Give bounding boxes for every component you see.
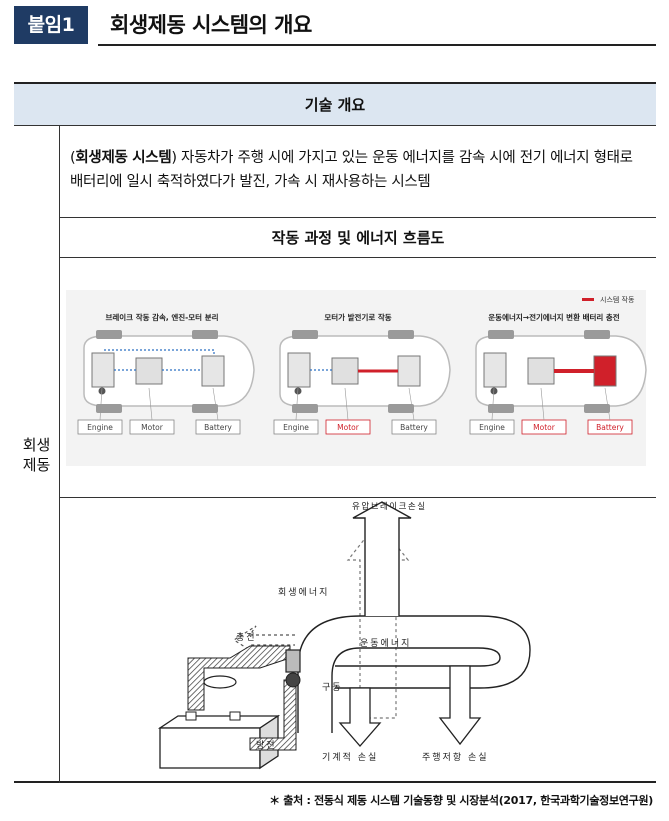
component-label: Motor — [141, 423, 164, 432]
leader-line — [212, 387, 219, 421]
engine-block — [91, 352, 115, 388]
wheel — [488, 330, 514, 339]
battery-block — [201, 355, 225, 387]
component-label: Battery — [596, 423, 624, 432]
component-label: Engine — [479, 423, 505, 432]
engine-block — [483, 352, 507, 388]
mechanical-loss-arrow — [338, 687, 382, 747]
component-label: Motor — [337, 423, 360, 432]
discharge-path — [249, 679, 297, 751]
car-panel-2: 모터가 발전기로 작동 Engine Motor Battery — [273, 312, 451, 435]
motor-gear — [285, 672, 301, 688]
label-hydraulic-loss: 유압브레이크손실 — [352, 501, 427, 512]
wheel — [192, 404, 218, 413]
battery-terminal-neg — [185, 711, 197, 721]
label-discharge: 방전 — [256, 740, 277, 751]
engine-block — [287, 352, 311, 388]
row-label-line-2: 제동 — [22, 455, 51, 474]
label-drive: 구동 — [322, 682, 343, 693]
leader-line — [99, 387, 103, 421]
car-body — [83, 335, 255, 407]
battery-block — [397, 355, 421, 387]
drag-loss-arrow — [438, 665, 482, 746]
motor-block — [331, 357, 359, 385]
wheel — [388, 404, 414, 413]
label-charge: 충전 — [236, 632, 257, 643]
desc-text: ) 자동차가 주행 시에 가지고 있는 운동 에너지를 감속 시에 전기 에너지… — [70, 150, 633, 190]
leader-line — [408, 387, 415, 421]
energy-flow-line — [104, 349, 215, 371]
wheel — [96, 404, 122, 413]
motor-block — [527, 357, 555, 385]
kinetic-loop-outline — [297, 615, 531, 733]
motor-disk — [203, 675, 237, 689]
regen-arrow — [232, 625, 295, 655]
panel-caption: 운동에너지→전기에너지 변환 배터리 충전 — [488, 312, 620, 322]
description-cell: (회생제동 시스템) 자동차가 주행 시에 가지고 있는 운동 에너지를 감속 … — [60, 126, 656, 218]
label-mechanical-loss: 기계적 손실 — [322, 751, 378, 763]
page-title: 회생제동 시스템의 개요 — [110, 13, 312, 37]
leader-line — [295, 387, 299, 421]
component-label: Engine — [87, 423, 113, 432]
attachment-badge: 붙임1 — [14, 6, 88, 44]
wheel — [96, 330, 122, 339]
operation-diagram: 시스템 작동 브레이크 작동 감속, 엔진-모터 분리 Engine Motor Ba… — [66, 290, 647, 466]
component-label: Battery — [400, 423, 428, 432]
battery-body — [159, 727, 261, 769]
motor-block — [135, 357, 163, 385]
label-kinetic-energy: 운동에너지 — [360, 638, 411, 649]
legend-swatch — [582, 298, 594, 301]
kinetic-loop-inner — [331, 647, 501, 733]
brake-arrow-up — [352, 501, 412, 616]
legend-label: 시스템 작동 — [600, 295, 635, 304]
leader-line — [540, 387, 545, 421]
panel-caption: 모터가 발전기로 작동 — [324, 312, 391, 322]
row-label-line-1: 회생 — [22, 435, 51, 454]
battery-top — [157, 715, 281, 729]
component-label: Motor — [533, 423, 556, 432]
leader-line — [344, 387, 349, 421]
source-citation: ＊ 출처 : 전동식 제동 시스템 기술동향 및 시장분석(2017, 한국과학… — [269, 794, 653, 807]
component-label: Engine — [283, 423, 309, 432]
wheel — [584, 330, 610, 339]
wheel — [584, 404, 610, 413]
document-header: 붙임1 회생제동 시스템의 개요 — [14, 6, 656, 46]
motor-unit — [285, 649, 301, 673]
wheel — [192, 330, 218, 339]
label-drag-loss: 주행저항 손실 — [422, 751, 489, 763]
battery-block — [593, 355, 617, 387]
wheel — [388, 330, 414, 339]
car-panel-3: 운동에너지→전기에너지 변환 배터리 충전 Engine Motor Battery — [469, 312, 647, 435]
desc-term: 회생제동 시스템 — [75, 150, 172, 166]
energy-flow-diagram: 유압브레이크손실 회생에너지 충전 운동에너지 구동 방전 기계적 손실 주행저… — [157, 501, 531, 770]
desc-open-paren: ( — [70, 150, 76, 166]
energy-flow-figure: 유압브레이크손실 회생에너지 충전 운동에너지 구동 방전 기계적 손실 주행저… — [60, 498, 656, 783]
panel-caption: 브레이크 작동 감속, 엔진-모터 분리 — [105, 312, 218, 322]
label-regen-energy: 회생에너지 — [278, 587, 329, 598]
leader-line — [604, 387, 611, 421]
title-underline — [98, 44, 656, 46]
table-header: 기술 개요 — [14, 84, 656, 126]
wheel — [292, 404, 318, 413]
leader-line — [148, 387, 153, 421]
wheel — [488, 404, 514, 413]
charge-path — [187, 645, 291, 711]
leader-line — [491, 387, 495, 421]
operation-figure: 시스템 작동 브레이크 작동 감속, 엔진-모터 분리 Engine Motor Ba… — [60, 258, 656, 498]
component-label: Battery — [204, 423, 232, 432]
car-panel-1: 브레이크 작동 감속, 엔진-모터 분리 Engine Motor Battery — [77, 312, 255, 435]
wheel — [292, 330, 318, 339]
process-subheading: 작동 과정 및 에너지 흐름도 — [60, 218, 656, 258]
battery-terminal-pos — [229, 711, 241, 721]
